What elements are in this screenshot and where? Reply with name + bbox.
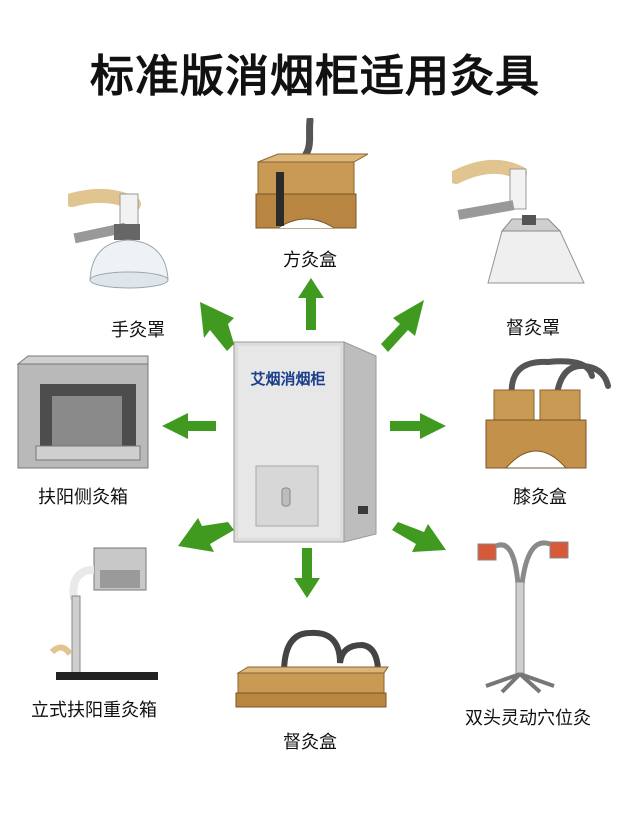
label-hand-cover: 手灸罩 [111,320,165,341]
du-moxa-box-image [235,629,389,708]
double-head-moxa-image [477,540,569,694]
arrow-down-icon [294,548,320,598]
page-title: 标准版消烟柜适用灸具 [90,51,540,102]
smoke-cabinet: 艾烟消烟柜 [233,341,377,543]
knee-moxa-box-image [485,358,611,469]
arrow-downleft-icon [178,518,234,552]
arrow-left-icon [162,413,216,439]
hand-moxa-cover-image [68,188,169,289]
du-moxa-cover-image [452,159,585,284]
side-moxa-box-image [16,355,149,469]
arrow-upleft-icon [200,302,234,351]
arrow-right-icon [390,413,446,439]
label-double-head: 双头灵动穴位灸 [465,708,591,729]
label-square-box: 方灸盒 [283,250,337,271]
label-du-cover: 督灸罩 [506,318,560,339]
label-du-box: 督灸盒 [283,732,337,753]
label-standing-box: 立式扶阳重灸箱 [31,700,157,721]
standing-moxa-box-image [49,547,158,680]
square-moxa-box-image [255,118,368,229]
arrow-upright-icon [381,300,424,352]
cabinet-label: 艾烟消烟柜 [250,370,325,388]
label-knee-box: 膝灸盒 [513,487,567,508]
arrow-downright-icon [392,522,446,552]
arrow-up-icon [298,278,324,330]
label-side-box: 扶阳侧灸箱 [38,487,128,508]
